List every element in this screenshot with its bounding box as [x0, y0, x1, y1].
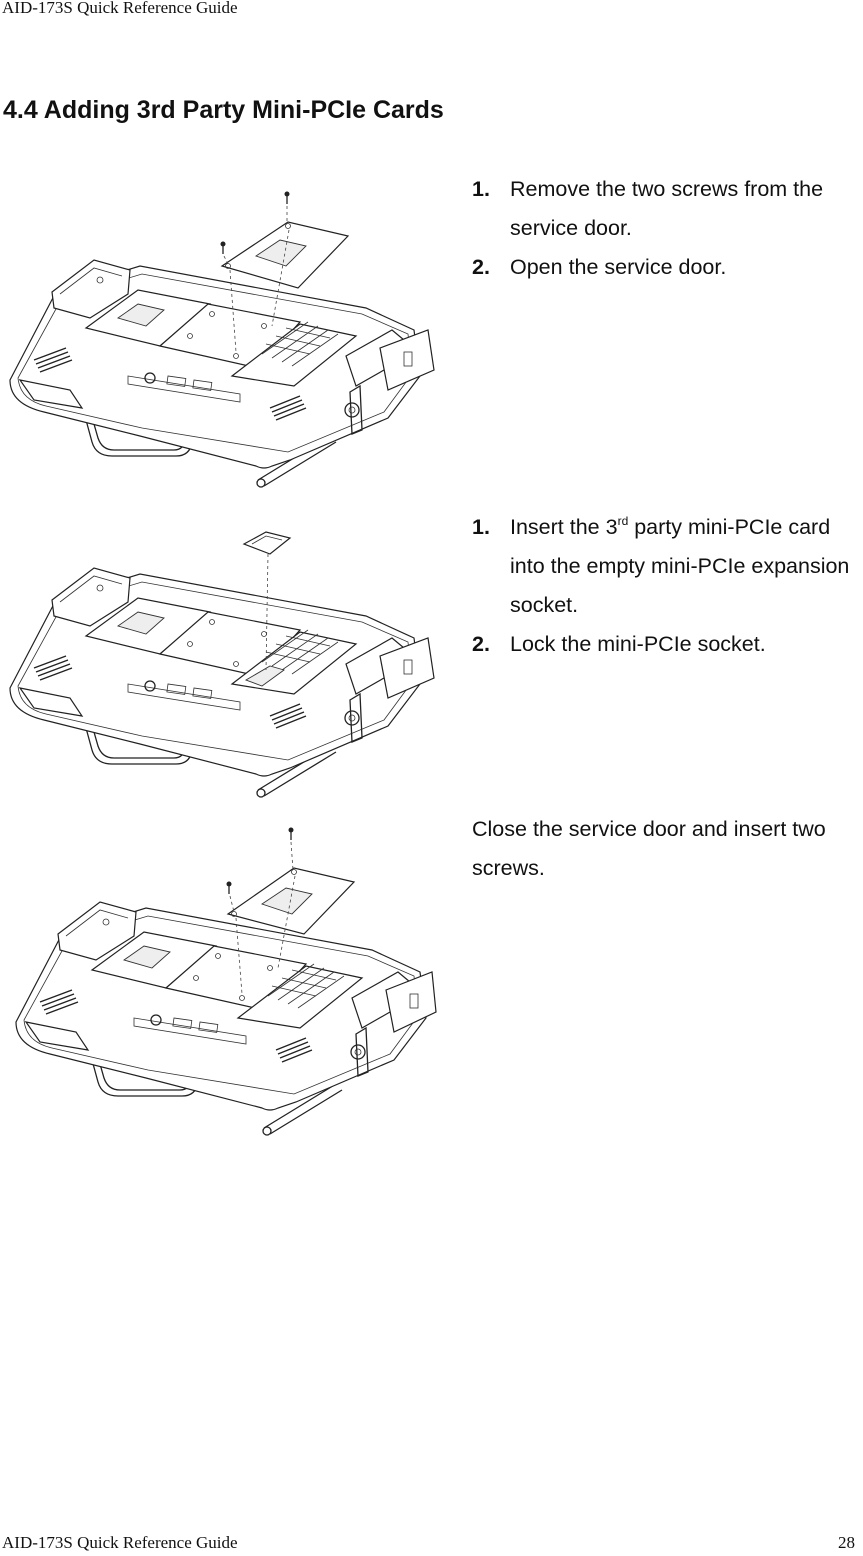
- page-number: 28: [838, 1533, 855, 1552]
- device-insert-card-illustration: [9, 531, 435, 798]
- step-item: 1. Remove the two screws from the servic…: [472, 170, 857, 248]
- step-text-post: party mini-PCIe card into the empty mini…: [510, 515, 850, 617]
- step-text-sup: rd: [617, 513, 629, 528]
- step-item: 2. Open the service door.: [472, 248, 857, 287]
- step-item: 2. Lock the mini-PCIe socket.: [472, 625, 857, 664]
- step-number: 1.: [472, 177, 490, 201]
- figure-remove-door: [0, 180, 440, 500]
- step-number: 2.: [472, 255, 490, 279]
- step-item: 1. Insert the 3rd party mini-PCIe card i…: [472, 508, 857, 625]
- step-text-pre: Insert the 3: [510, 515, 618, 539]
- step-number: 2.: [472, 632, 490, 656]
- step-text: Lock the mini-PCIe socket.: [510, 632, 766, 656]
- step-number: 1.: [472, 515, 490, 539]
- steps-insert-card: 1. Insert the 3rd party mini-PCIe card i…: [472, 508, 857, 664]
- step-text: Open the service door.: [510, 255, 727, 279]
- figure-insert-card: [0, 520, 440, 810]
- close-door-note: Close the service door and insert two sc…: [472, 817, 826, 880]
- running-footer: AID-173S Quick Reference Guide: [2, 1533, 238, 1552]
- steps-remove-door: 1. Remove the two screws from the servic…: [472, 170, 857, 287]
- device-remove-door-illustration: [9, 191, 435, 488]
- device-close-door-illustration: [15, 827, 437, 1136]
- section-title: 4.4 Adding 3rd Party Mini-PCIe Cards: [3, 96, 444, 124]
- running-header: AID-173S Quick Reference Guide: [2, 0, 238, 17]
- step-text: Remove the two screws from the service d…: [510, 177, 824, 240]
- figure-close-door: [0, 822, 440, 1142]
